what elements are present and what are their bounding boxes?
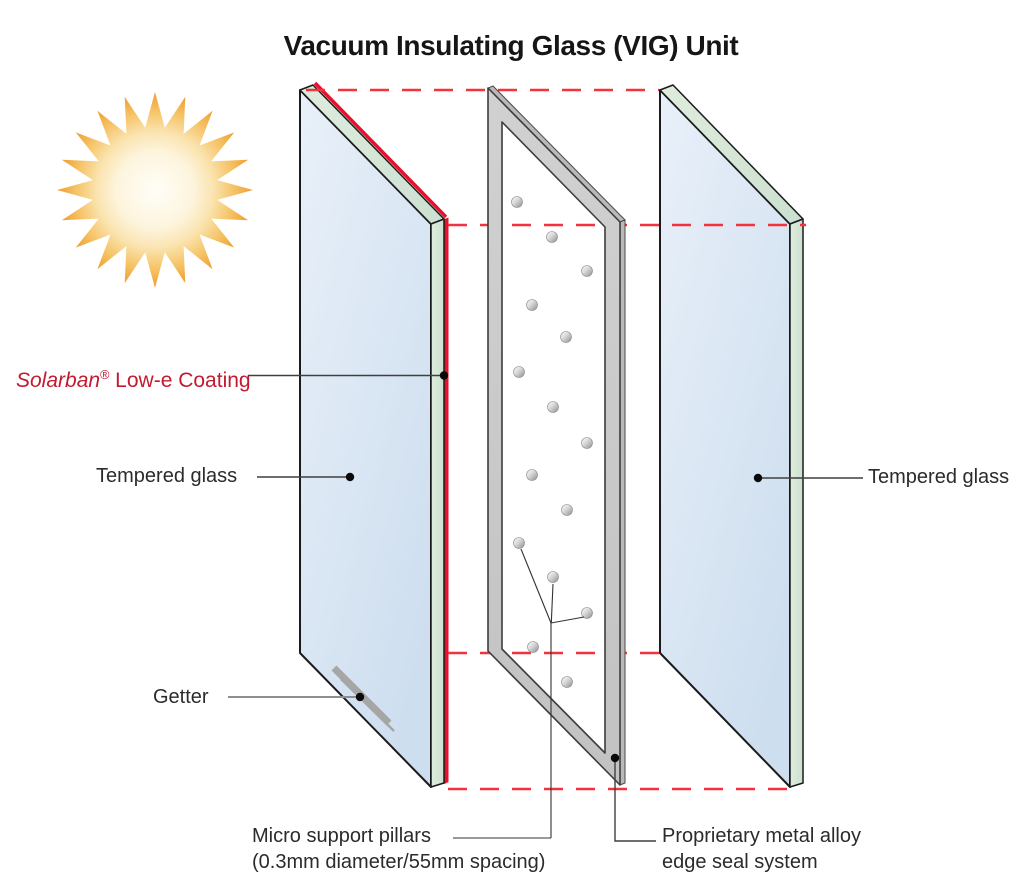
seal-label-line1: Proprietary metal alloy <box>662 825 861 847</box>
tempered-glass-right-label: Tempered glass <box>868 466 1010 488</box>
edge-seal-leader-line <box>614 758 656 842</box>
pillars-label-line1: Micro support pillars <box>252 825 431 847</box>
coating-rest-text: Low-e Coating <box>109 369 251 392</box>
edge-seal-label: Proprietary metal alloy edge seal system <box>662 823 861 875</box>
edge-seal-dot <box>610 753 620 763</box>
pillars-label-line2: (0.3mm diameter/55mm spacing) <box>252 851 546 873</box>
frame-band <box>487 87 621 786</box>
tempered-right-dot <box>753 473 763 483</box>
pillar-leader-lines <box>453 548 585 839</box>
seal-label-line2: edge seal system <box>662 851 818 873</box>
registered-mark: ® <box>100 368 110 382</box>
getter-dot <box>355 692 365 702</box>
right-glass-pane <box>659 84 804 788</box>
sun-icon <box>57 92 253 288</box>
edge-seal-frame <box>487 85 626 786</box>
left-pane-right-edge <box>430 218 445 788</box>
support-pillars <box>511 196 593 688</box>
callout-dots <box>345 371 763 763</box>
coating-brand-text: Solarban <box>16 369 101 392</box>
frame-top-thickness <box>487 85 626 223</box>
low-e-coating-stripe <box>444 217 449 784</box>
page-title: Vacuum Insulating Glass (VIG) Unit <box>283 30 739 61</box>
tempered-glass-left-label: Tempered glass <box>96 465 238 487</box>
left-glass-pane <box>299 81 449 788</box>
low-e-coating-top-stripe <box>313 81 448 219</box>
coating-label: Solarban® Low-e Coating <box>16 362 251 394</box>
getter-label: Getter <box>153 686 209 708</box>
coating-dot <box>439 371 449 380</box>
tempered-left-dot <box>345 472 355 482</box>
leader-lines <box>228 371 863 842</box>
right-pane-right-edge <box>789 218 804 788</box>
micro-support-pillars-label: Micro support pillars (0.3mm diameter/55… <box>252 823 545 875</box>
